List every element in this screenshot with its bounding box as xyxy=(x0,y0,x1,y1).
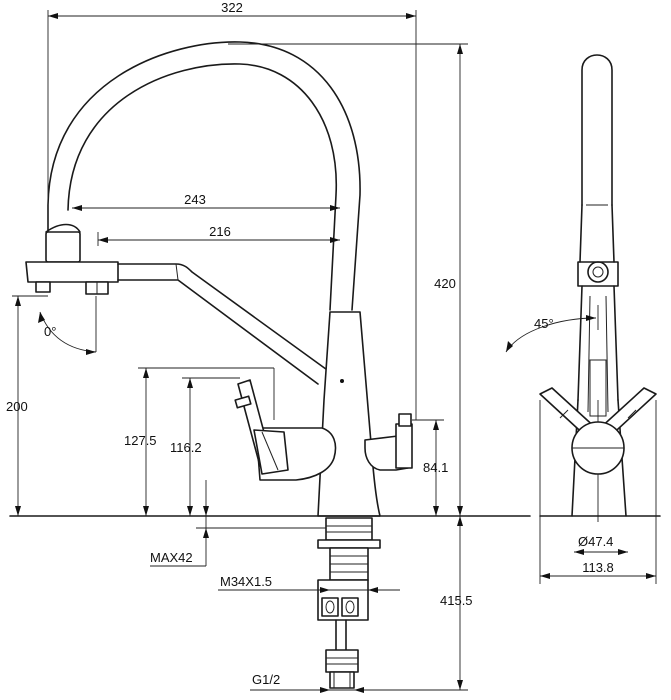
dim-total-height: 420 xyxy=(434,276,456,291)
dim-filter-outlet-height: 116.2 xyxy=(170,440,202,455)
supply-hose xyxy=(335,619,347,656)
sprayer-head xyxy=(25,261,119,283)
dim-total-width: 322 xyxy=(221,0,243,15)
dim-filter-reach: 216 xyxy=(209,224,231,239)
right-handle-cap xyxy=(398,413,412,427)
dim-spout-reach: 243 xyxy=(184,192,206,207)
side-spout xyxy=(581,54,613,206)
hose-fitting xyxy=(325,649,359,673)
mounting-nut xyxy=(325,517,373,541)
gooseneck-spout xyxy=(47,41,361,311)
gooseneck-spout-inner xyxy=(67,63,338,311)
dim-hose-thread: G1/2 xyxy=(252,672,280,687)
right-handle-lever xyxy=(395,423,413,469)
dim-max-thickness: MAX42 xyxy=(150,550,193,565)
spout-head xyxy=(45,231,81,263)
dim-spout-height: 200 xyxy=(6,399,28,414)
dim-handle-span: 113.8 xyxy=(582,560,614,575)
dim-base-diameter: Ø47.4 xyxy=(578,534,613,549)
dim-thread: M34X1.5 xyxy=(220,574,272,589)
spout-joint xyxy=(45,223,81,233)
mounting-washer xyxy=(317,539,381,549)
dim-spout-angle: 0° xyxy=(44,324,56,339)
sprayer-nozzle xyxy=(35,281,51,293)
side-view: 45° Ø47.4 113.8 xyxy=(505,54,661,584)
faucet-body xyxy=(317,311,381,517)
dim-handle-height: 84.1 xyxy=(423,460,448,475)
dim-handle-angle: 45° xyxy=(534,316,554,331)
front-view: 322 243 216 420 0° 200 xyxy=(6,0,531,693)
dim-filter-handle-height: 127.5 xyxy=(124,433,157,448)
left-handle-knob xyxy=(253,429,289,475)
dim-below-deck: 415.5 xyxy=(440,593,473,608)
side-joint xyxy=(587,261,609,283)
